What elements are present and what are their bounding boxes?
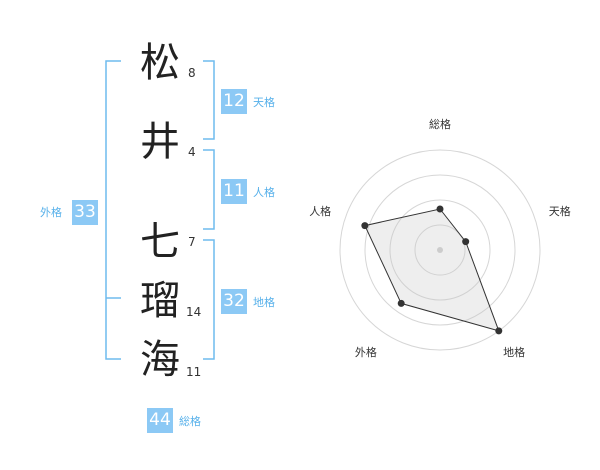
radar-axis-label-4: 外格 <box>355 345 377 359</box>
radar-axis-label-5: 人格 <box>309 204 331 218</box>
stroke-count-2: 4 <box>188 145 196 159</box>
chikaku-bracket <box>203 239 215 360</box>
radar-ring <box>364 174 516 326</box>
soukaku-value: 44 <box>147 408 173 433</box>
radar-point-1 <box>436 205 444 213</box>
name-char-5: 海 <box>140 337 180 383</box>
chikaku-label: 地格 <box>253 296 275 309</box>
gaikaku-bracket <box>105 60 121 360</box>
name-char-4: 瑠 <box>140 278 180 324</box>
radar-ring <box>339 149 541 351</box>
name-char-2: 井 <box>140 119 180 165</box>
stroke-count-4: 14 <box>186 305 202 319</box>
jinkaku-bracket <box>203 149 215 230</box>
stroke-count-3: 7 <box>188 235 196 249</box>
jinkaku-value: 11 <box>221 179 247 204</box>
tenkaku-bracket <box>203 60 215 140</box>
tenkaku-label: 天格 <box>253 96 275 109</box>
gaikaku-value: 33 <box>72 200 98 225</box>
stroke-count-1: 8 <box>188 66 196 80</box>
chikaku-value: 32 <box>221 289 247 314</box>
jinkaku-label: 人格 <box>253 186 275 199</box>
name-char-1: 松 <box>140 40 180 86</box>
radar-center <box>437 247 443 253</box>
radar-point-5 <box>361 222 369 230</box>
gaikaku-label: 外格 <box>40 206 62 219</box>
tenkaku-value: 12 <box>221 89 247 114</box>
radar-ring <box>389 199 491 301</box>
radar-point-3 <box>495 327 503 335</box>
radar-point-2 <box>462 238 470 246</box>
soukaku-label: 総格 <box>179 415 201 428</box>
radar-axis-label-1: 総格 <box>429 117 451 131</box>
radar-axis-label-3: 地格 <box>503 345 525 359</box>
radar-polygon <box>364 208 500 332</box>
radar-point-4 <box>397 299 405 307</box>
name-char-3: 七 <box>140 219 180 265</box>
radar-ring <box>414 224 466 276</box>
radar-axis-label-2: 天格 <box>549 204 571 218</box>
stroke-count-5: 11 <box>186 365 202 379</box>
